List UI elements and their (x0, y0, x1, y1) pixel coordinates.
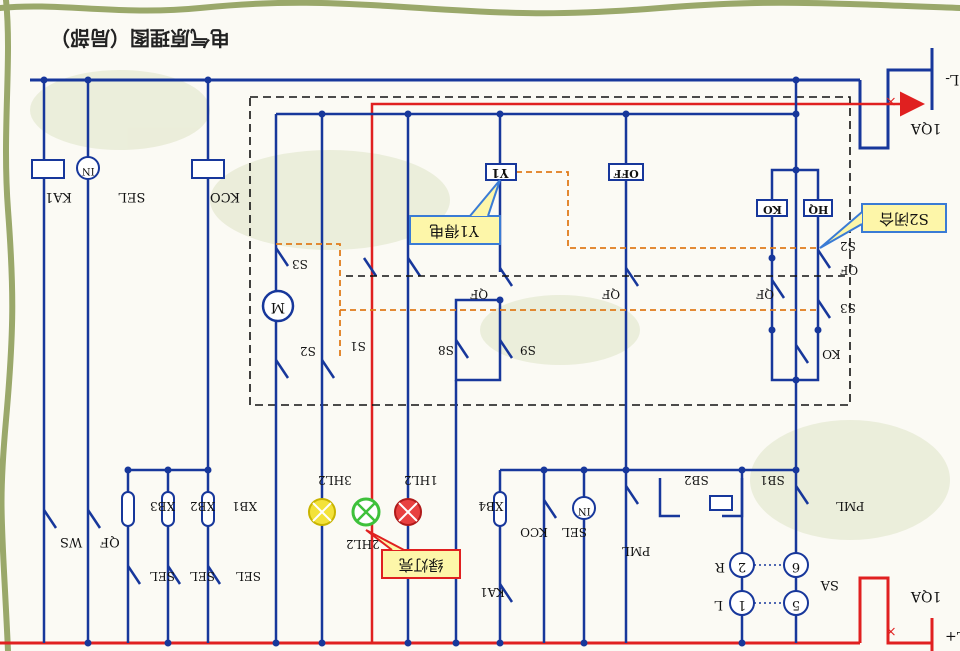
label-xb1: XB1 (232, 499, 257, 513)
in-lower-indicator-icon (572, 496, 596, 520)
label-xb3: XB3 (150, 499, 175, 513)
label-s3-right: S3 (840, 301, 856, 315)
label-sel-2: SEL (190, 569, 215, 583)
hq-coil (803, 199, 833, 217)
label-ka1-lower: KA1 (480, 585, 505, 599)
motor-icon (261, 289, 295, 323)
label-xb4: XB4 (478, 499, 503, 513)
label-1qa-bottom: 1QA (910, 588, 941, 604)
label-sa-1: 1 (738, 597, 746, 612)
label-ws: WS (60, 534, 82, 549)
breaker-x-bottom: × (885, 624, 897, 640)
mechanism-contacts (274, 247, 832, 379)
label-kco-lower: KCO (520, 525, 548, 539)
label-sa-5: 5 (792, 597, 800, 612)
y1-coil (485, 163, 517, 181)
callout-s2-closed (819, 203, 947, 249)
sa-selector (729, 552, 809, 616)
breaker-x-top: × (885, 94, 897, 110)
label-qf-b: QF (602, 287, 620, 301)
label-1hl2: 1HL2 (404, 473, 438, 487)
in-indicator-icon (76, 156, 100, 180)
mechanical-linkage-dashed (276, 171, 818, 360)
label-sa-6: 6 (792, 559, 800, 574)
lamp-1hl2 (394, 498, 422, 526)
ko-coil (756, 199, 788, 217)
label-ko-contact: KO (822, 347, 841, 361)
label-sel-3: SEL (236, 569, 261, 583)
label-3hl2: 3HL2 (318, 473, 352, 487)
label-motor: M (271, 299, 285, 315)
junction-dots (40, 76, 822, 647)
callout-green-lamp (365, 529, 461, 579)
lamp-3hl2 (308, 498, 336, 526)
label-kco: KCO (210, 189, 240, 204)
label-1qa-top: 1QA (910, 120, 941, 136)
label-sb1: SB1 (760, 473, 785, 487)
left-branch-wires (42, 80, 210, 643)
label-sa: SA (820, 577, 839, 592)
label-ko-box: KO (763, 203, 782, 216)
label-sel-top: SEL (118, 189, 145, 204)
label-sa-2: 2 (738, 559, 746, 574)
label-s1: S1 (350, 339, 366, 353)
page-title: 电气原理图（局部） (50, 26, 230, 50)
label-qf-c: QF (756, 287, 774, 301)
label-qf-d: QF (840, 263, 858, 277)
label-s3-left: S3 (292, 257, 308, 271)
label-off: OFF (613, 167, 638, 180)
label-sel-1: SEL (150, 569, 175, 583)
pushbutton-square (709, 495, 733, 511)
xb4-link (493, 491, 507, 527)
leaf-background (30, 70, 950, 540)
label-s2-right: S2 (840, 239, 856, 253)
lower-contacts (498, 478, 810, 603)
label-y1: Y1 (492, 166, 510, 180)
label-s9: S9 (520, 343, 536, 357)
label-s2-left: S2 (300, 344, 316, 358)
xb-links (121, 491, 215, 527)
lamp-2hl2 (351, 497, 381, 527)
left-contacts (42, 509, 222, 585)
label-s8: S8 (438, 343, 454, 357)
label-ka1: KA1 (45, 189, 72, 204)
label-hq: HQ (808, 203, 828, 216)
label-sa-r: R (714, 559, 725, 574)
callout-green-lamp-text: 绿灯亮 (398, 556, 443, 574)
callout-y1-text: Y1得电 (429, 222, 479, 240)
off-coil (608, 163, 644, 181)
label-pml-right: PML (836, 499, 864, 513)
callout-y1-energized (409, 179, 501, 245)
label-qf-a: QF (470, 287, 488, 301)
current-path-red (370, 91, 925, 643)
label-l-plus: L+ (945, 628, 960, 644)
label-sb2: SB2 (684, 473, 709, 487)
label-sa-l: L (714, 597, 723, 612)
label-l-minus: L- (945, 71, 959, 87)
kco-relay-coil (191, 159, 225, 179)
label-xb2: XB2 (190, 499, 215, 513)
label-in-top: IN (82, 165, 95, 176)
supply-bus-minus (30, 48, 934, 150)
mechanism-frame (249, 96, 851, 406)
label-sel-lower: SEL (562, 525, 587, 539)
label-2hl2: 2HL2 (346, 537, 380, 551)
supply-bus-plus (0, 576, 934, 651)
ka1-relay-coil (31, 159, 65, 179)
label-in-lower: IN (578, 505, 591, 516)
label-pml-left: PML (622, 544, 650, 558)
label-qf-left: QF (100, 534, 120, 549)
callout-s2-text: S2闭合 (879, 210, 929, 228)
